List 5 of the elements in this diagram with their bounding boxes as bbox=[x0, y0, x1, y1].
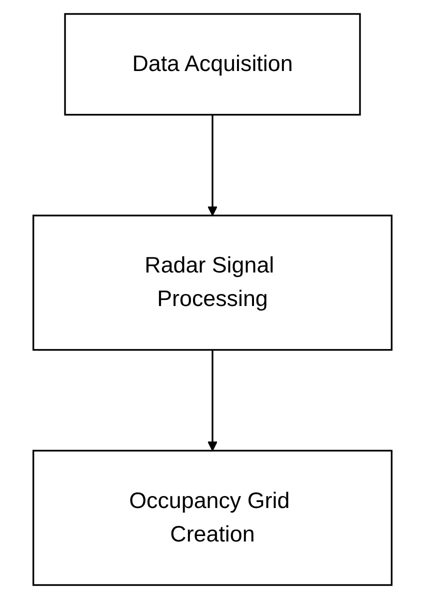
arrow bbox=[208, 114, 218, 216]
node-box: Data Acquisition bbox=[64, 13, 361, 116]
node-box: Radar Signal Processing bbox=[32, 214, 392, 351]
arrow bbox=[208, 350, 218, 452]
node-box: Occupancy Grid Creation bbox=[32, 450, 392, 586]
